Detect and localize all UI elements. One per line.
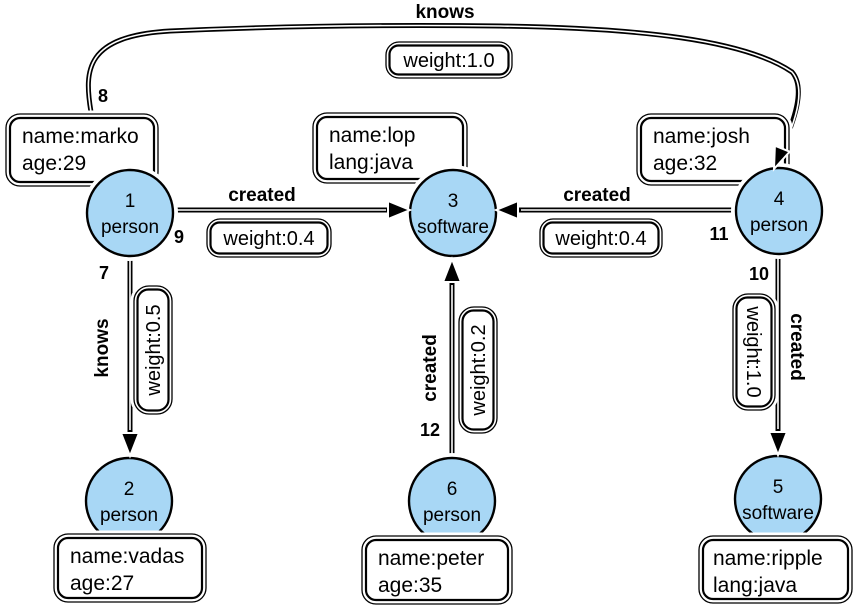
vertex-3-props-inner: [315, 115, 465, 181]
vertex-3-prop-lang: lang:java: [329, 151, 413, 174]
edge-9-weight: weight:0.4: [222, 228, 314, 250]
vertex-1-props-inner: [8, 116, 156, 184]
vertex-3-circle: [408, 168, 498, 258]
vertex-2-prop-age: age:27: [70, 572, 134, 595]
vertex-1-prop-name: name:marko: [22, 125, 139, 148]
vertex-2-prop-name: name:vadas: [70, 545, 184, 568]
edge-8-id: 8: [98, 86, 108, 106]
vertex-6-label: person: [423, 505, 481, 526]
edge-7-id: 7: [99, 263, 109, 283]
edge-8-line-core: [87, 24, 800, 175]
property-boxes-bottom: name:vadas age:27 name:peter age:35 name…: [50, 530, 856, 608]
edge-annotations: knows 8 weight:1.0 created 9 weight:0.4 …: [90, 0, 809, 442]
arrowheads: [119, 144, 792, 459]
vertex-4-prop-age: age:32: [653, 152, 717, 175]
edge-7-weight-box-inner: [136, 288, 170, 412]
edge-12-weight-box-inner: [461, 309, 495, 431]
edge-7-weight-box: weight:0.5: [130, 282, 176, 418]
edge-11-weight: weight:0.4: [554, 228, 646, 250]
edge-9-weight-box: weight:0.4: [203, 215, 335, 261]
edge-9-arrowhead: [387, 199, 413, 221]
vertex-1-label: person: [101, 217, 159, 238]
vertex-1: 1 person: [82, 165, 178, 261]
vertex-2-props-inner: [56, 536, 204, 600]
edge-8-label: knows: [415, 2, 474, 23]
edge-7-weight: weight:0.5: [143, 304, 165, 396]
vertex-6-prop-name: name:peter: [378, 547, 484, 570]
vertex-4: 4 person: [731, 163, 827, 259]
vertex-5-id: 5: [773, 477, 784, 498]
edge-10-weight: weight:1.0: [742, 305, 764, 397]
vertex-4-circle: [734, 166, 824, 256]
edge-9-weight-box-inner: [209, 221, 329, 255]
edge-12-label-group: created: [418, 332, 443, 404]
edge-9-id: 9: [174, 227, 184, 247]
vertex-5-prop-lang: lang:java: [713, 574, 797, 597]
edge-10-label-group: created: [784, 311, 809, 383]
vertex-5: 5 software: [730, 451, 826, 547]
edge-11-weight-box-inner: [542, 221, 660, 255]
vertex-1-id: 1: [125, 191, 136, 212]
vertex-4-label: person: [750, 215, 808, 236]
edge-7-label: knows: [92, 318, 113, 377]
edge-7-label-group: knows: [90, 316, 115, 379]
vertex-5-prop-name: name:ripple: [713, 547, 823, 570]
vertex-4-id: 4: [774, 189, 785, 210]
vertex-1-halo: [82, 165, 178, 261]
vertex-1-prop-age: age:29: [22, 152, 86, 175]
vertex-3: 3 software: [405, 165, 501, 261]
edge-10-id: 10: [749, 264, 769, 284]
edge-11-id: 11: [709, 224, 728, 244]
edge-8-weight: weight:1.0: [402, 50, 494, 72]
vertex-6-props-box: name:peter age:35: [358, 532, 516, 608]
vertex-1-circle: [85, 168, 175, 258]
edge-7-arrowhead: [119, 432, 141, 459]
vertex-6-circle: [407, 456, 497, 546]
edge-11-arrowhead: [493, 199, 519, 221]
vertex-5-props-box: name:ripple lang:java: [695, 532, 856, 607]
vertex-4-prop-name: name:josh: [653, 125, 750, 148]
vertex-2-id: 2: [124, 479, 135, 500]
edge-10-weight-box: weight:1.0: [729, 290, 779, 414]
edge-12-weight: weight:0.2: [468, 324, 490, 416]
edge-lines: [85, 23, 801, 458]
edge-9-label: created: [228, 185, 296, 206]
edge-11-weight-box: weight:0.4: [536, 215, 666, 261]
vertex-3-props-box: name:lop lang:java: [309, 109, 471, 187]
edge-10-label: created: [786, 313, 807, 381]
edge-12-weight-box: weight:0.2: [455, 303, 501, 437]
vertex-6-props-inner: [364, 538, 510, 602]
vertex-3-label: software: [417, 217, 489, 238]
edge-8-arrowhead: [772, 144, 792, 172]
vertex-5-label: software: [742, 503, 814, 524]
vertex-2-label: person: [100, 505, 158, 526]
edge-10-arrowhead: [767, 431, 789, 458]
vertex-2-props-box: name:vadas age:27: [50, 530, 210, 606]
edge-12-label: created: [420, 334, 441, 402]
vertex-5-circle: [733, 454, 823, 544]
edge-8-weight-box: weight:1.0: [382, 38, 516, 82]
vertex-4-halo: [731, 163, 827, 259]
vertex-3-prop-name: name:lop: [329, 124, 415, 147]
edge-11-label: created: [563, 185, 631, 206]
vertex-3-halo: [405, 165, 501, 261]
edge-8-weight-box-inner: [388, 44, 510, 76]
vertex-3-id: 3: [448, 191, 459, 212]
vertex-6-prop-age: age:35: [378, 574, 442, 597]
edge-12-arrowhead: [441, 256, 463, 283]
edge-10-weight-box-inner: [735, 296, 773, 408]
edge-12-id: 12: [420, 420, 440, 440]
vertex-6-id: 6: [447, 479, 458, 500]
vertex-5-props-inner: [701, 538, 850, 601]
